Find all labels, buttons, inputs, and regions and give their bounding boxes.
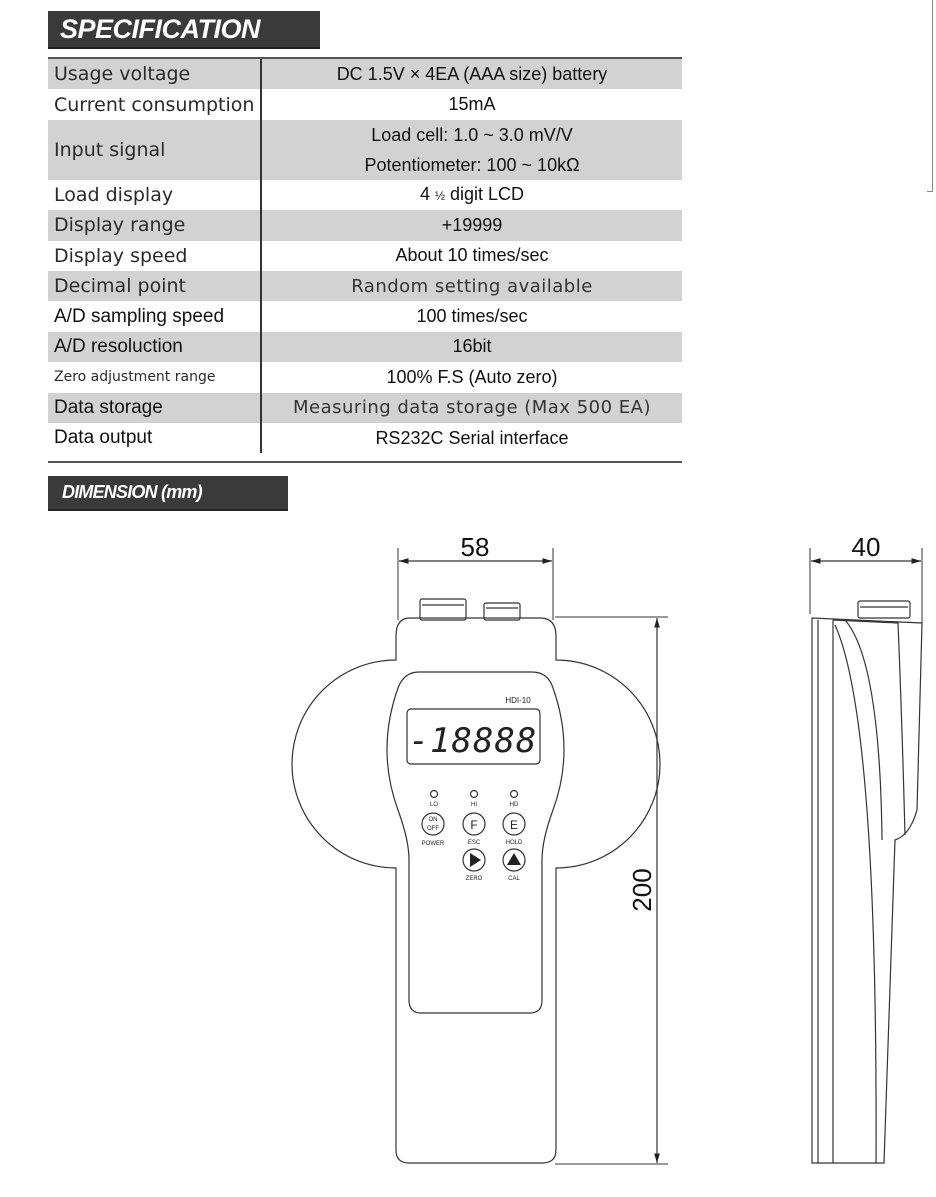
row-value: 100 times/sec [416,306,528,327]
table-row: Display range +19999 [48,210,682,241]
row-label: A/D resoluction [48,331,262,363]
row-value: 100% F.S (Auto zero) [386,366,558,387]
row-value: About 10 times/sec [395,245,549,266]
table-bottom-rule [48,461,682,463]
page-frame-corner [927,191,933,192]
dimension-header: DIMENSION (mm) [48,476,288,511]
row-label: Input signal [48,119,262,180]
height-dimension: 200 [555,616,668,1165]
row-label: Data output [48,422,262,454]
cal-button-outline [502,848,526,872]
table-row: Load display 4 ½ digit LCD [48,179,682,211]
depth-label: 40 [852,532,881,562]
row-label: Current consumption [48,89,262,120]
row-label: Usage voltage [48,59,262,90]
row-value: 15mA [448,94,496,115]
on-label: ON [429,817,438,823]
specification-table: Usage voltage DC 1.5V × 4EA (AAA size) b… [48,59,682,454]
e-key-label: E [510,818,518,832]
row-value: +19999 [261,210,682,241]
row-label: Display range [48,210,262,241]
play-icon [470,853,481,867]
dimension-title: DIMENSION (mm) [62,482,203,502]
table-row: Zero adjustment range 100% F.S (Auto zer… [48,362,682,393]
led-label-lo: LO [430,802,438,808]
led-label-hi: HI [471,802,477,808]
width-dimension: 58 [397,532,554,620]
row-value: Random setting available [261,270,682,302]
model-label: HDI-10 [505,696,531,705]
table-top-rule [48,57,682,59]
digit-suffix: digit LCD [445,184,525,205]
table-row: A/D resoluction 16bit [48,331,682,363]
row-label: Display speed [48,240,262,271]
row-value-line-1: Load cell: 1.0 ~ 3.0 mV/V [371,124,573,145]
zero-label: ZERO [466,876,483,882]
row-label: Load display [48,179,262,211]
row-label: Data storage [48,392,262,423]
f-key-label: F [470,818,477,832]
cal-label: CAL [508,876,520,882]
row-value: 4 ½ digit LCD [261,180,682,210]
table-row: Data output RS232C Serial interface [48,422,682,454]
width-label: 58 [461,532,490,562]
depth-dimension: 40 [809,532,923,625]
table-row: Display speed About 10 times/sec [48,240,682,271]
off-label: OFF [427,826,439,832]
table-row: Usage voltage DC 1.5V × 4EA (AAA size) b… [48,59,682,90]
digit-fraction: ½ [434,188,445,203]
led-label-hd: HD [510,802,519,808]
row-value-line-2: Potentiometer: 100 ~ 10kΩ [364,154,580,175]
device-front-view: HDI-10 -18888 LO HI HD ON OFF POWER F ES… [291,598,661,1164]
height-label: 200 [627,868,657,911]
specification-title: SPECIFICATION [60,14,261,44]
esc-label: ESC [468,840,481,846]
hold-label: HOLD [506,840,523,846]
digit-count: 4 [419,184,435,205]
table-row: Data storage Measuring data storage (Max… [48,392,682,423]
row-value: Measuring data storage (Max 500 EA) [261,392,682,423]
row-label: A/D sampling speed [48,301,262,332]
lcd-digits: -18888 [409,721,538,761]
specification-header: SPECIFICATION [48,11,320,49]
table-row: A/D sampling speed 100 times/sec [48,301,682,332]
table-row: Current consumption 15mA [48,89,682,120]
up-triangle-icon [507,853,521,865]
row-value: Load cell: 1.0 ~ 3.0 mV/V Potentiometer:… [261,119,682,180]
power-label: POWER [422,841,445,847]
row-value: RS232C Serial interface [375,427,569,448]
table-row: Decimal point Random setting available [48,270,682,302]
zero-button-outline [462,848,486,872]
row-label: Zero adjustment range [48,362,262,393]
row-value: 16bit [261,331,682,363]
device-side-view [811,600,923,1164]
table-row: Input signal Load cell: 1.0 ~ 3.0 mV/V P… [48,119,682,180]
row-value: DC 1.5V × 4EA (AAA size) battery [261,59,682,90]
page-frame-edge [932,0,933,192]
row-label: Decimal point [48,270,262,302]
